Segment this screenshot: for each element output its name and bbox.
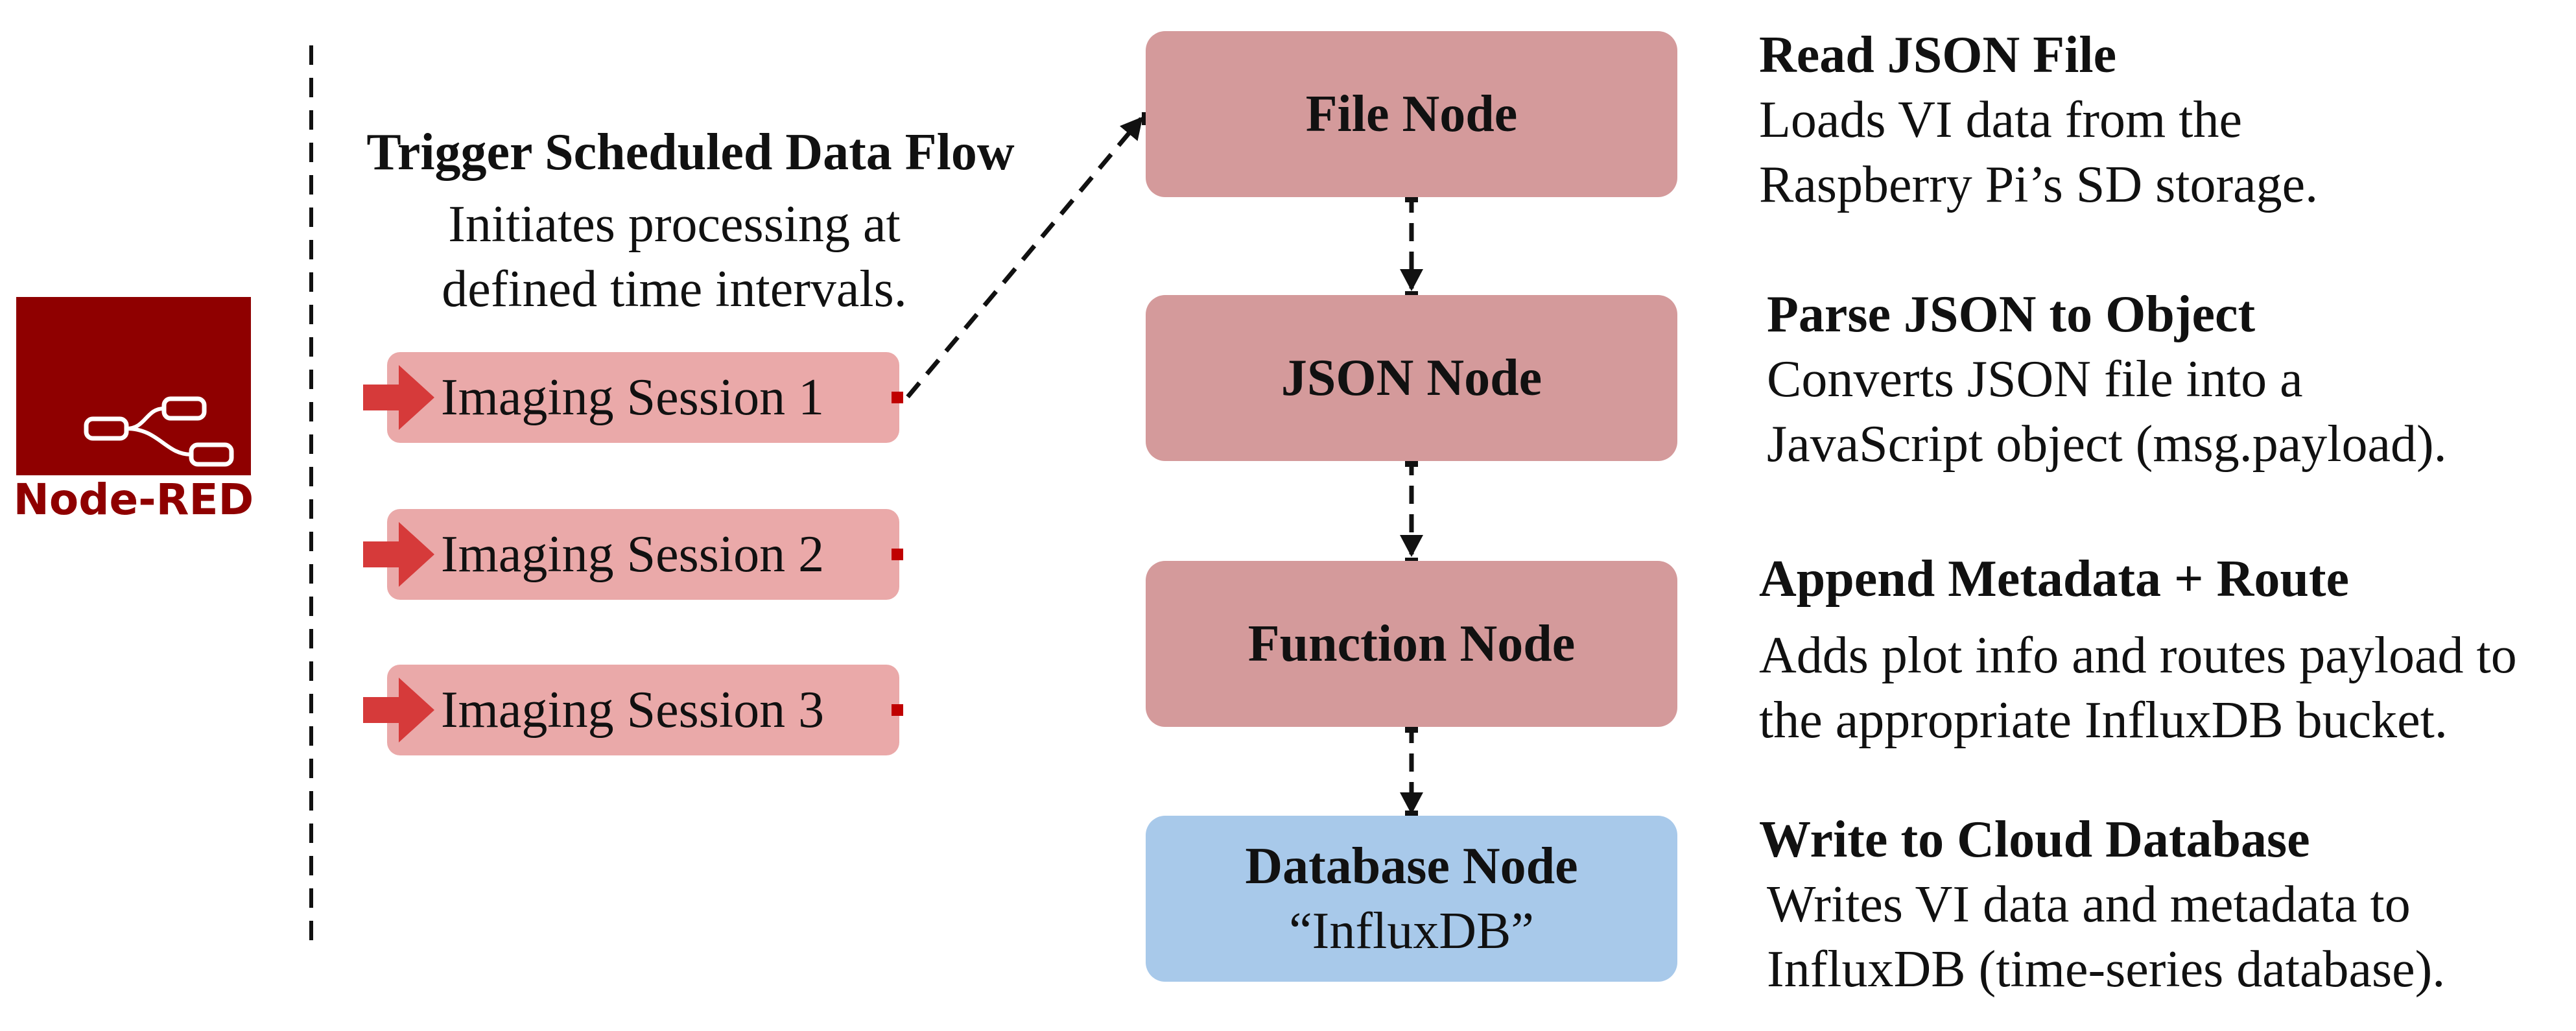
trigger-description-line: defined time intervals. [442, 261, 907, 318]
trigger-title: Trigger Scheduled Data Flow [366, 124, 1015, 181]
flow-nodes-icon [84, 396, 234, 467]
description-title: Append Metadata + Route [1759, 551, 2350, 608]
session-arrow-icon [363, 522, 434, 587]
description-line: Converts JSON file into a [1767, 351, 2303, 408]
trigger-arrow [906, 116, 1143, 399]
description-title: Read JSON File [1759, 27, 2117, 84]
session-arrow-icon [363, 365, 434, 430]
description-write-database: Write to Cloud Database Writes VI data a… [1759, 807, 2445, 1002]
session-output-port[interactable] [892, 704, 903, 716]
session-arrow-icon [363, 678, 434, 742]
session-label: Imaging Session 3 [441, 681, 825, 739]
description-line: Raspberry Pi’s SD storage. [1759, 156, 2319, 213]
logo-label: Node-RED [13, 475, 254, 525]
description-line: JavaScript object (msg.payload). [1767, 416, 2447, 473]
description-line: Writes VI data and metadata to [1767, 876, 2411, 933]
node-title: JSON Node [1281, 350, 1542, 407]
node-title: Function Node [1247, 615, 1576, 672]
node-title: Database Node [1245, 838, 1578, 895]
session-label: Imaging Session 1 [441, 369, 825, 426]
session-node-1[interactable] [387, 352, 899, 443]
description-read-json: Read JSON File Loads VI data from the Ra… [1759, 23, 2318, 217]
description-title: Write to Cloud Database [1759, 811, 2310, 868]
session-label: Imaging Session 2 [441, 526, 825, 583]
description-line: Adds plot info and routes payload to [1759, 627, 2517, 684]
node-red-logo [16, 297, 251, 475]
description-line: InfluxDB (time-series database). [1767, 941, 2446, 998]
function-node[interactable]: Function Node [1146, 561, 1677, 727]
description-append-metadata: Append Metadata + Route Adds plot info a… [1759, 547, 2517, 753]
description-parse-json: Parse JSON to Object Converts JSON file … [1767, 282, 2447, 477]
json-node[interactable]: JSON Node [1146, 295, 1677, 461]
file-node[interactable]: File Node [1146, 31, 1677, 197]
node-subtitle: “InfluxDB” [1289, 903, 1534, 960]
session-output-port[interactable] [892, 549, 903, 560]
trigger-description-line: Initiates processing at [448, 196, 901, 253]
session-node-2[interactable] [387, 509, 899, 600]
description-line: Loads VI data from the [1759, 91, 2242, 148]
database-node[interactable]: Database Node “InfluxDB” [1146, 816, 1677, 982]
trigger-description: Initiates processing at defined time int… [389, 192, 960, 322]
description-title: Parse JSON to Object [1767, 286, 2256, 343]
description-line: the appropriate InfluxDB bucket. [1759, 692, 2448, 749]
session-node-3[interactable] [387, 665, 899, 755]
session-output-port[interactable] [892, 392, 903, 403]
node-title: File Node [1305, 86, 1518, 143]
